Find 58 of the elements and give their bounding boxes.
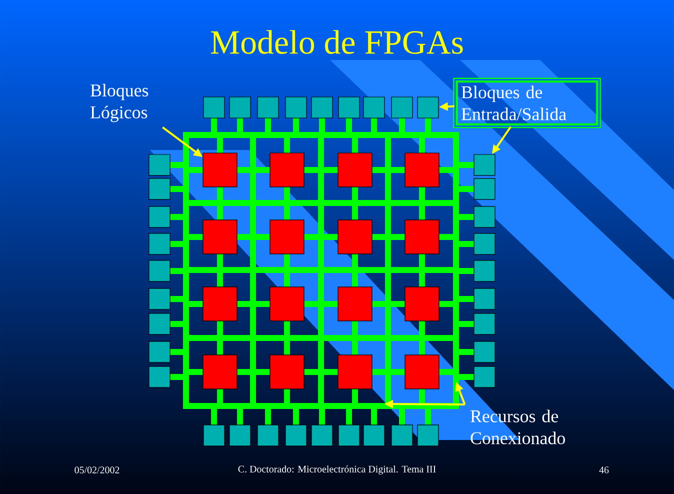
footer-text: 46 bbox=[599, 466, 609, 474]
logic-block bbox=[338, 286, 372, 322]
io-block bbox=[285, 96, 307, 118]
io-block bbox=[257, 96, 279, 118]
io-block bbox=[417, 424, 439, 446]
io-block bbox=[285, 424, 307, 446]
logic-block bbox=[202, 286, 238, 322]
io-block bbox=[391, 96, 413, 118]
io-block bbox=[203, 96, 225, 118]
io-block bbox=[257, 424, 279, 446]
io-block bbox=[474, 366, 496, 388]
io-block bbox=[474, 288, 496, 310]
io-block bbox=[148, 313, 170, 335]
io-block bbox=[363, 424, 385, 446]
io-block bbox=[474, 313, 496, 335]
logic-block bbox=[202, 354, 238, 390]
io-block bbox=[311, 424, 333, 446]
callout-text: Bloques Lógicos bbox=[90, 84, 148, 122]
io-block bbox=[148, 288, 170, 310]
logic-block bbox=[404, 354, 440, 390]
io-block bbox=[474, 233, 496, 255]
logic-block bbox=[270, 220, 304, 254]
io-block bbox=[203, 424, 225, 446]
io-block bbox=[417, 96, 439, 118]
logic-block bbox=[404, 152, 440, 188]
slide-title: Modelo de FPGAs bbox=[210, 30, 463, 54]
logic-block bbox=[338, 152, 372, 188]
logic-block bbox=[404, 220, 440, 254]
callout-box: Bloques de Entrada/Salida bbox=[453, 78, 601, 128]
io-block bbox=[338, 424, 360, 446]
logic-block bbox=[202, 152, 238, 188]
io-block bbox=[391, 424, 413, 446]
logic-block bbox=[338, 220, 372, 254]
io-block bbox=[148, 366, 170, 388]
io-block bbox=[474, 206, 496, 228]
logic-block bbox=[270, 152, 304, 188]
io-block bbox=[474, 260, 496, 282]
io-block bbox=[148, 178, 170, 200]
io-block bbox=[474, 341, 496, 363]
io-block bbox=[148, 260, 170, 282]
io-block bbox=[148, 233, 170, 255]
io-block bbox=[474, 178, 496, 200]
io-block bbox=[148, 206, 170, 228]
logic-block bbox=[270, 286, 304, 322]
logic-block bbox=[338, 354, 372, 390]
io-block bbox=[229, 96, 251, 118]
io-block bbox=[338, 96, 360, 118]
io-block bbox=[363, 96, 385, 118]
io-block bbox=[474, 154, 496, 176]
logic-block bbox=[202, 220, 238, 254]
logic-block bbox=[270, 354, 304, 390]
logic-block bbox=[404, 286, 440, 322]
io-block bbox=[311, 96, 333, 118]
footer-text: C. Doctorado: Microelectrónica Digital. Tema III bbox=[238, 465, 436, 475]
io-block bbox=[148, 154, 170, 176]
io-block bbox=[229, 424, 251, 446]
footer-text: 05/02/2002 bbox=[74, 466, 120, 474]
io-block bbox=[148, 341, 170, 363]
